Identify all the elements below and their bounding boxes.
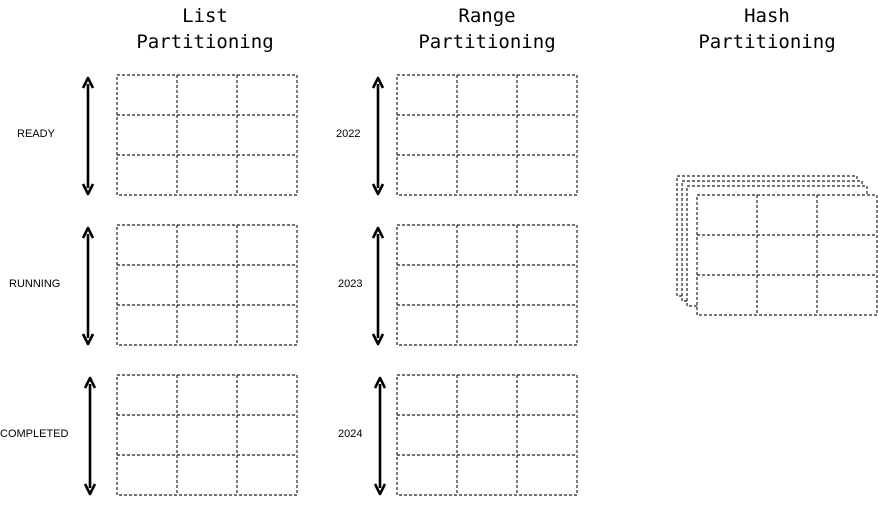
grid-2022 xyxy=(396,74,578,196)
arrow-2024 xyxy=(373,376,387,496)
grid-2023 xyxy=(396,224,578,346)
arrow-ready xyxy=(81,76,95,196)
label-2024: 2024 xyxy=(338,428,363,440)
label-2023: 2023 xyxy=(338,278,363,290)
grid-running xyxy=(116,224,298,346)
label-2022: 2022 xyxy=(336,128,361,140)
grid-2024 xyxy=(396,374,578,496)
grid-hash-front xyxy=(696,194,878,316)
arrow-running xyxy=(81,226,95,346)
title-list-partitioning: List Partitioning xyxy=(136,5,274,53)
arrow-2022 xyxy=(371,76,385,196)
arrow-completed xyxy=(83,376,97,496)
hash-partition-stack xyxy=(676,175,878,316)
label-completed: COMPLETED xyxy=(0,428,69,440)
arrow-2023 xyxy=(371,226,385,346)
title-hash-partitioning: Hash Partitioning xyxy=(698,5,836,53)
grid-completed xyxy=(116,374,298,496)
label-running: RUNNING xyxy=(9,278,61,290)
title-range-partitioning: Range Partitioning xyxy=(418,5,556,53)
label-ready: READY xyxy=(17,128,55,140)
grid-ready xyxy=(116,74,298,196)
